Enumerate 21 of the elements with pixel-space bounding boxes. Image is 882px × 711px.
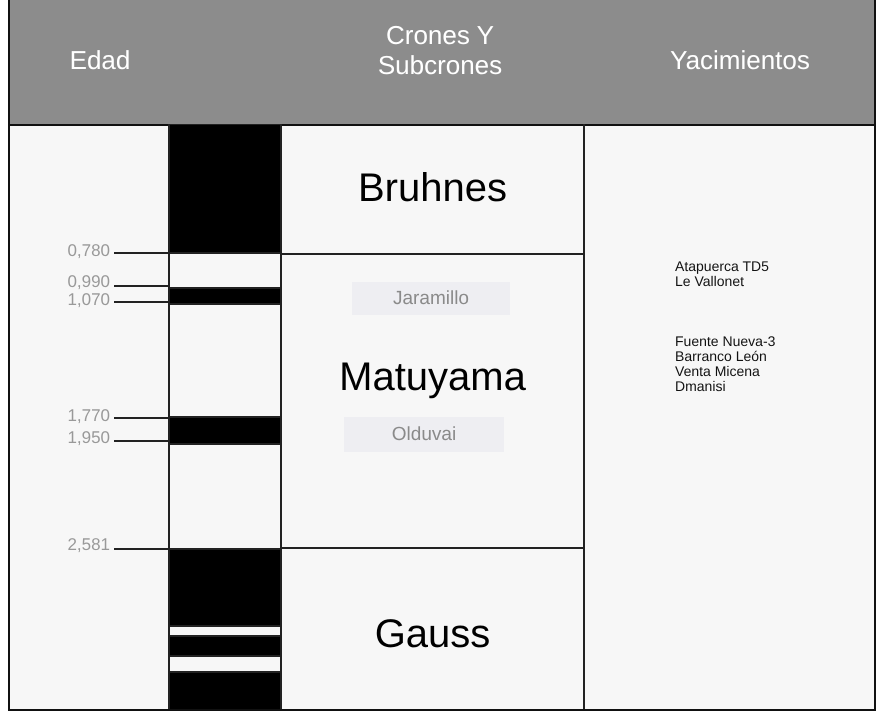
- site-name: Venta Micena: [675, 364, 760, 379]
- chron-name: Gauss: [374, 612, 490, 656]
- chron-box: [280, 253, 585, 549]
- subchron-box: Olduvai: [344, 417, 504, 452]
- column-header: Yacimientos: [669, 45, 811, 75]
- subchron-box: Jaramillo: [352, 282, 510, 315]
- chron-name: Matuyama: [339, 354, 526, 400]
- site-name: Dmanisi: [675, 379, 726, 394]
- site-name: Atapuerca TD5: [675, 259, 769, 274]
- chron-name: Bruhnes: [358, 166, 507, 211]
- site-name: Barranco León: [675, 349, 767, 364]
- age-value: 1,950: [66, 428, 110, 448]
- age-value: 1,770: [66, 406, 110, 426]
- age-value: 0,780: [66, 241, 110, 261]
- age-value: 1,070: [66, 290, 110, 310]
- site-name: Le Vallonet: [675, 274, 744, 289]
- age-value: 0,990: [66, 272, 110, 292]
- column-header: Crones Y Subcrones: [376, 20, 504, 80]
- column-header: Edad: [68, 45, 132, 75]
- site-name: Fuente Nueva-3: [675, 334, 776, 349]
- age-value: 2,581: [66, 535, 110, 555]
